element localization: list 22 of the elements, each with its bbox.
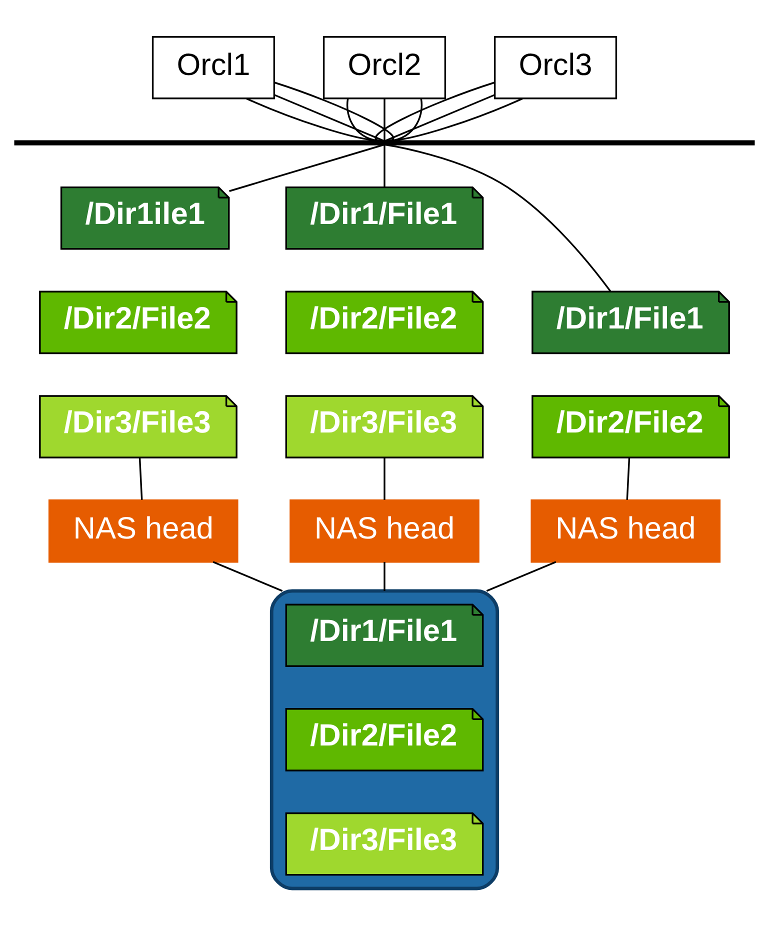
- node-box: Orcl1: [152, 35, 276, 99]
- node-box: Orcl3: [494, 35, 618, 99]
- connector: [384, 94, 496, 142]
- connector: [384, 561, 386, 590]
- connector: [138, 457, 143, 500]
- connector: [374, 81, 495, 142]
- node-box: NAS head: [290, 498, 480, 562]
- connector: [212, 560, 283, 592]
- cluster: [270, 588, 500, 890]
- connector: [384, 144, 386, 187]
- node-box: NAS head: [530, 498, 721, 562]
- connector: [384, 98, 386, 140]
- connector: [274, 94, 385, 142]
- connector: [229, 143, 385, 192]
- connector: [626, 457, 630, 500]
- connector: [486, 560, 556, 592]
- node-box: Orcl2: [322, 35, 446, 99]
- node-box: NAS head: [48, 498, 238, 562]
- connector: [384, 143, 612, 292]
- node-bar: [14, 140, 755, 145]
- connector: [274, 81, 394, 142]
- connector: [384, 457, 386, 500]
